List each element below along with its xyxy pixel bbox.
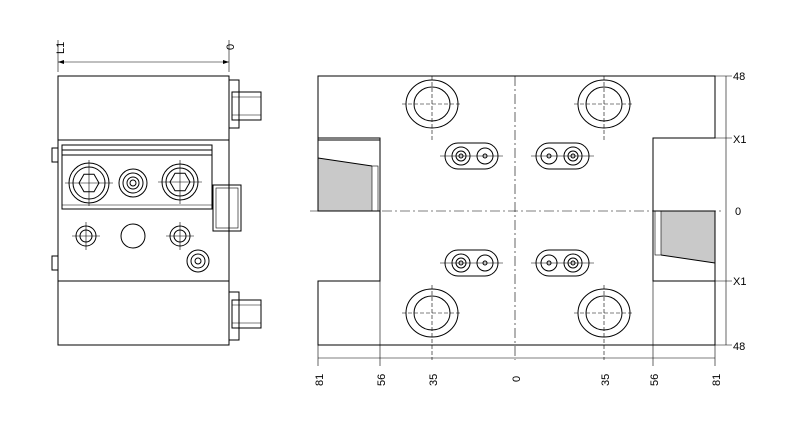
right-dimension-chain: 48 X1 0 X1 48 [715,71,746,353]
right-dim-zero: 0 [735,206,741,218]
bottom-block [57,280,230,346]
bottom-dim-56-left: 56 [376,374,388,386]
front-view: 48 X1 0 X1 48 81 56 35 0 35 56 81 [310,71,746,386]
top-block [57,75,230,141]
bottom-connector [228,291,262,341]
bore-bottom-right [574,285,634,360]
bore-top-left [402,76,462,140]
lower-fitting [186,249,210,273]
bottom-dim-35-left: 35 [428,374,440,386]
bottom-dimension-chain: 81 56 35 0 35 56 81 [314,281,723,386]
side-view: L1 0 [51,40,262,346]
left-insert [317,139,381,212]
bottom-dim-zero: 0 [511,376,523,382]
port-pair-top-left [440,142,503,170]
zero-label: 0 [225,44,237,50]
center-port [118,168,148,198]
l1-dimension: L1 0 [55,40,237,72]
plug-circle [120,223,146,249]
hex-port-left [65,160,113,206]
right-dim-48-bottom: 48 [733,341,745,353]
port-pair-bottom-right [531,249,594,277]
lower-port-right [166,222,194,250]
lower-port-left [72,222,100,250]
bottom-dim-81-left: 81 [314,374,326,386]
hex-port-right [158,160,202,204]
right-dim-x1-top: X1 [733,134,746,146]
right-insert [652,210,716,282]
l1-label: L1 [55,42,67,54]
port-pair-top-right [531,142,594,170]
right-dim-x1-bottom: X1 [733,276,746,288]
right-dim-48-top: 48 [733,71,745,83]
bottom-dim-81-right: 81 [711,374,723,386]
port-pair-bottom-left [440,249,503,277]
middle-body [51,139,242,282]
bore-bottom-left [402,285,462,360]
bottom-dim-56-right: 56 [649,374,661,386]
top-connector [228,79,262,129]
bottom-dim-35-right: 35 [600,374,612,386]
bore-top-right [574,76,634,140]
